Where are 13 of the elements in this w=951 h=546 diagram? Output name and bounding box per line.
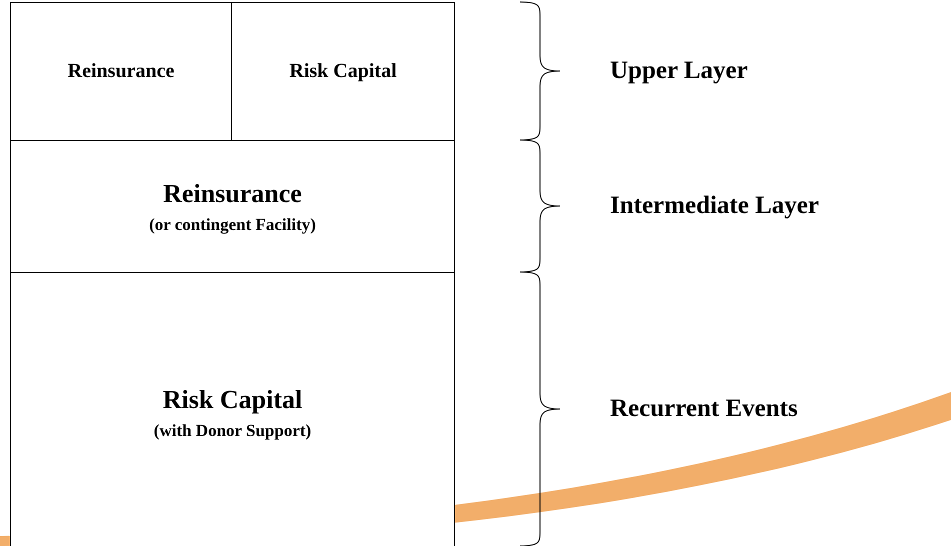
box-subtitle: (or contingent Facility) <box>149 214 316 236</box>
layer-box <box>10 140 455 273</box>
layer-box <box>231 2 455 141</box>
box-title: Risk Capital <box>162 384 302 416</box>
layer-label: Intermediate Layer <box>610 193 819 218</box>
box-subtitle: (with Donor Support) <box>154 420 312 442</box>
layer-label: Recurrent Events <box>610 396 798 421</box>
layer-box <box>10 2 232 141</box>
layer-box <box>10 272 455 546</box>
box-title: Reinsurance <box>68 59 174 84</box>
box-title: Risk Capital <box>289 59 397 84</box>
layer-label: Upper Layer <box>610 58 748 83</box>
box-title: Reinsurance <box>163 178 302 210</box>
